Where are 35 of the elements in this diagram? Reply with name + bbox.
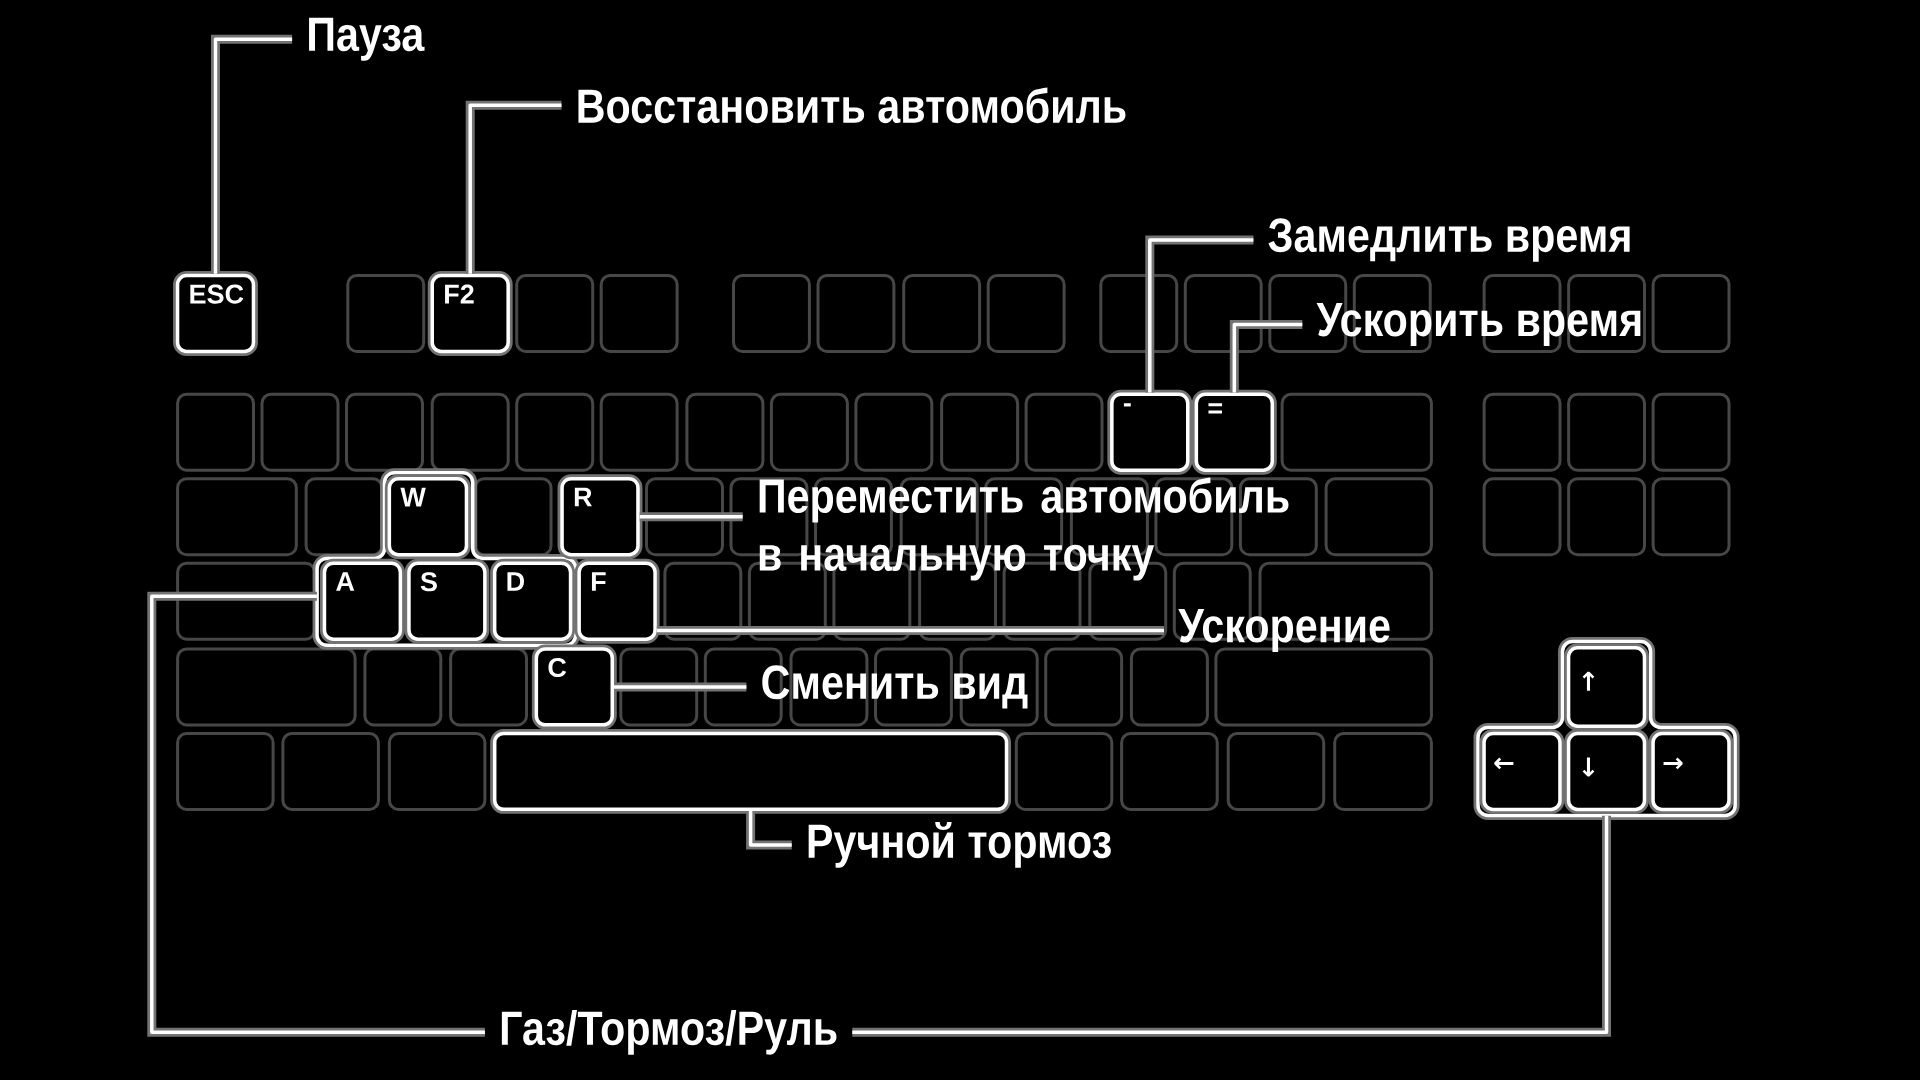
leader-line: [211, 34, 293, 274]
key: D: [490, 558, 576, 644]
key: ↑: [1564, 643, 1649, 731]
caption-text: Газ/Тормоз/Руль: [501, 1009, 837, 1055]
leader-line: [1229, 320, 1303, 393]
caption-text: Ускорение: [1178, 609, 1390, 653]
leader-line: [614, 682, 747, 692]
key: C: [531, 644, 617, 730]
key: →: [1648, 729, 1734, 814]
caption-text: Переместить автомобиль в начальную точку: [759, 477, 1289, 581]
leader-line: [746, 811, 792, 850]
caption-text: Ускорить время: [1316, 303, 1641, 346]
caption-text: Сменить вид: [762, 665, 1028, 709]
leader-line: [852, 815, 1611, 1037]
leader-line: [147, 591, 485, 1037]
key: ←: [1479, 729, 1565, 814]
key: F: [574, 558, 660, 644]
leader-line: [639, 512, 743, 522]
space-bar-key: [490, 728, 1011, 814]
leader-line: [465, 100, 562, 274]
leader-line: [1145, 235, 1254, 393]
key: -: [1107, 389, 1193, 475]
key: S: [404, 558, 490, 644]
caption-text: Пауза: [309, 17, 425, 61]
caption-text: Восстановить автомобиль: [578, 87, 1126, 124]
key: A: [319, 558, 405, 644]
caption-text: Замедлить время: [1268, 218, 1630, 262]
key: =: [1191, 389, 1277, 475]
key: F2: [427, 271, 513, 356]
caption-text: Ручной тормоз: [808, 822, 1111, 868]
key: R: [557, 474, 643, 560]
leader-line: [656, 626, 1164, 636]
key: ESC: [173, 271, 258, 356]
key: ↓: [1564, 729, 1649, 814]
key: W: [384, 474, 471, 560]
